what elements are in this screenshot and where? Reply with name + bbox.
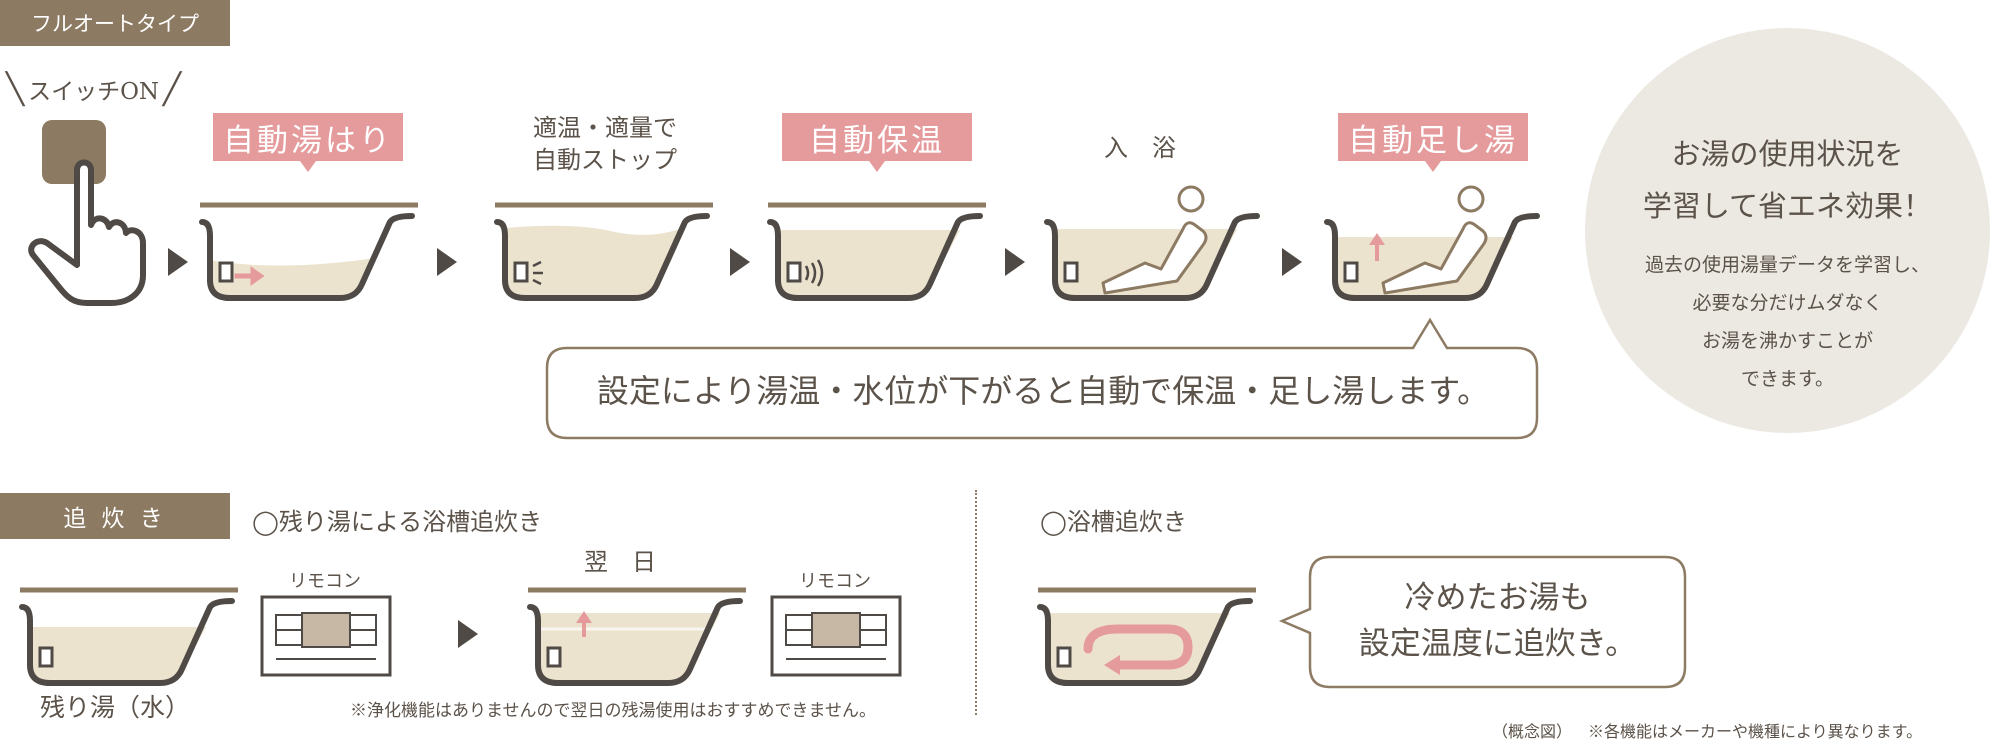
energy-saving-heading: お湯の使用状況を 学習して省エネ効果！ [1642, 137, 1933, 223]
step-auto-stop-label: 適温・適量で 自動ストップ [533, 114, 677, 174]
bathtub-circulation-icon [1037, 587, 1256, 686]
reheat-callout-text: 冷めたお湯も 設定温度に追炊き。 [1358, 580, 1637, 662]
bathtub-remaining-water-icon [19, 587, 238, 686]
right-section-title: ◯浴槽追炊き [1040, 508, 1187, 536]
up-arrow-icon [1369, 233, 1385, 261]
energy-saving-body: 過去の使用湯量データを学習し、 必要な分だけムダなく お湯を沸かすことが できま… [1644, 254, 1930, 390]
remote-control-icon [770, 595, 902, 677]
switch-hand-icon [28, 120, 146, 306]
bathtub-reheat-icon [527, 587, 746, 686]
left-section-title: ◯残り湯による浴槽追炊き [252, 508, 543, 536]
step-auto-add-water-label: 自動足し湯 [1338, 113, 1528, 172]
remote-control-icon [260, 595, 392, 677]
step-arrow-icon [1282, 248, 1302, 276]
step-arrow-icon [437, 248, 457, 276]
bathtub-full-icon [494, 202, 713, 301]
reheat-callout-bubble [1278, 555, 1687, 689]
step-arrow-icon [168, 248, 188, 276]
disclaimer-note: ※各機能はメーカーや機種により異なります。 [1588, 722, 1923, 741]
step-auto-fill-label: 自動湯はり [213, 113, 403, 172]
remaining-water-label: 残り湯（水） [39, 693, 190, 722]
reheat-tag: 追 炊 き [0, 493, 230, 539]
remote-label-1: リモコン [289, 571, 361, 592]
step-auto-keep-warm-label: 自動保温 [782, 113, 972, 172]
section-divider [975, 490, 977, 715]
bathtub-keep-warm-icon [767, 202, 986, 301]
next-day-arrow-icon [458, 620, 478, 648]
switch-on-label: ╲スイッチON╱ [6, 72, 182, 107]
step-bathing-label: 入 浴 [1104, 134, 1176, 162]
purification-note: ※浄化機能はありませんので翌日の残湯使用はおすすめできません。 [350, 701, 876, 721]
keep-warm-callout-bubble [545, 317, 1539, 440]
slash-right-icon: ╱ [163, 72, 182, 107]
slash-left-icon: ╲ [6, 72, 25, 107]
concept-diagram-label: （概念図） [1492, 722, 1573, 741]
inflow-arrow-icon [234, 266, 265, 286]
full-auto-type-tag: フルオートタイプ [0, 0, 230, 46]
energy-saving-note-circle [1585, 28, 1990, 433]
bathtub-filling-icon [199, 202, 418, 301]
step-arrow-icon [730, 248, 750, 276]
keep-warm-callout-text: 設定により湯温・水位が下がると自動で保温・足し湯します。 [596, 372, 1490, 410]
step-arrow-icon [1005, 248, 1025, 276]
remote-label-2: リモコン [799, 571, 871, 592]
next-day-label: 翌 日 [584, 548, 656, 576]
circulation-arrow-icon [1083, 624, 1193, 670]
bathtub-add-water-icon [1324, 185, 1540, 301]
up-arrow-icon [576, 611, 592, 637]
bathtub-person-icon [1044, 185, 1260, 301]
